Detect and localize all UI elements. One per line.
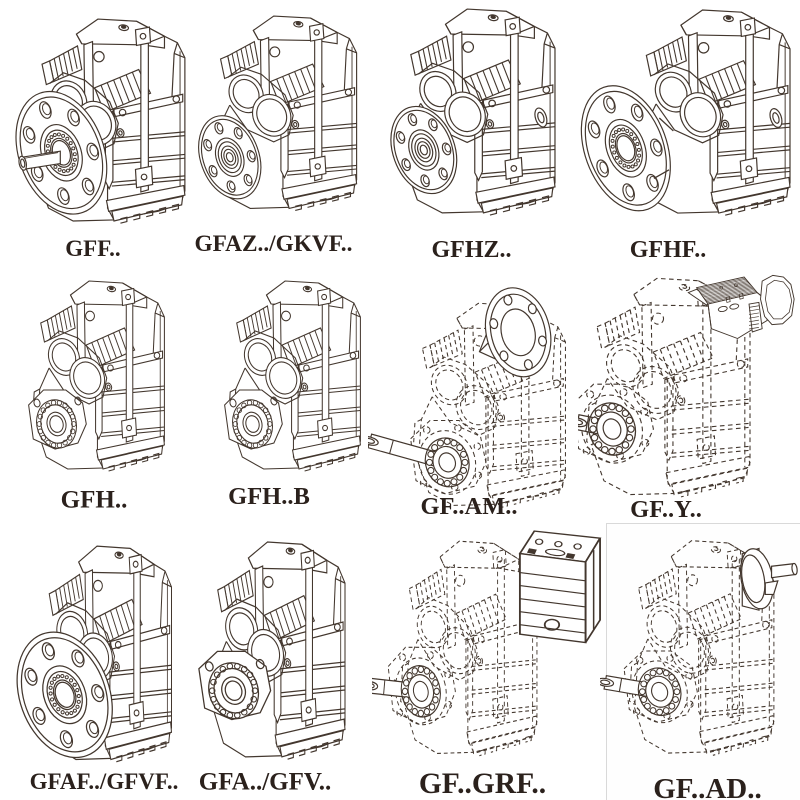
svg-text:GFAF../GFVF..: GFAF../GFVF.. bbox=[30, 769, 179, 794]
svg-text:GFF..: GFF.. bbox=[65, 236, 120, 261]
svg-text:GFH..B: GFH..B bbox=[228, 483, 310, 510]
svg-text:GFA../GFV..: GFA../GFV.. bbox=[199, 769, 331, 796]
svg-text:GF..Y..: GF..Y.. bbox=[630, 496, 702, 523]
svg-text:GF..AM..: GF..AM.. bbox=[420, 493, 517, 520]
svg-text:GF..AD..: GF..AD.. bbox=[653, 773, 762, 800]
svg-text:GFH..: GFH.. bbox=[61, 487, 128, 514]
svg-text:GFHZ..: GFHZ.. bbox=[431, 237, 511, 263]
svg-text:GFHF..: GFHF.. bbox=[630, 237, 706, 263]
svg-text:GF..GRF..: GF..GRF.. bbox=[419, 768, 546, 800]
svg-text:GFAZ../GKVF..: GFAZ../GKVF.. bbox=[195, 231, 353, 257]
